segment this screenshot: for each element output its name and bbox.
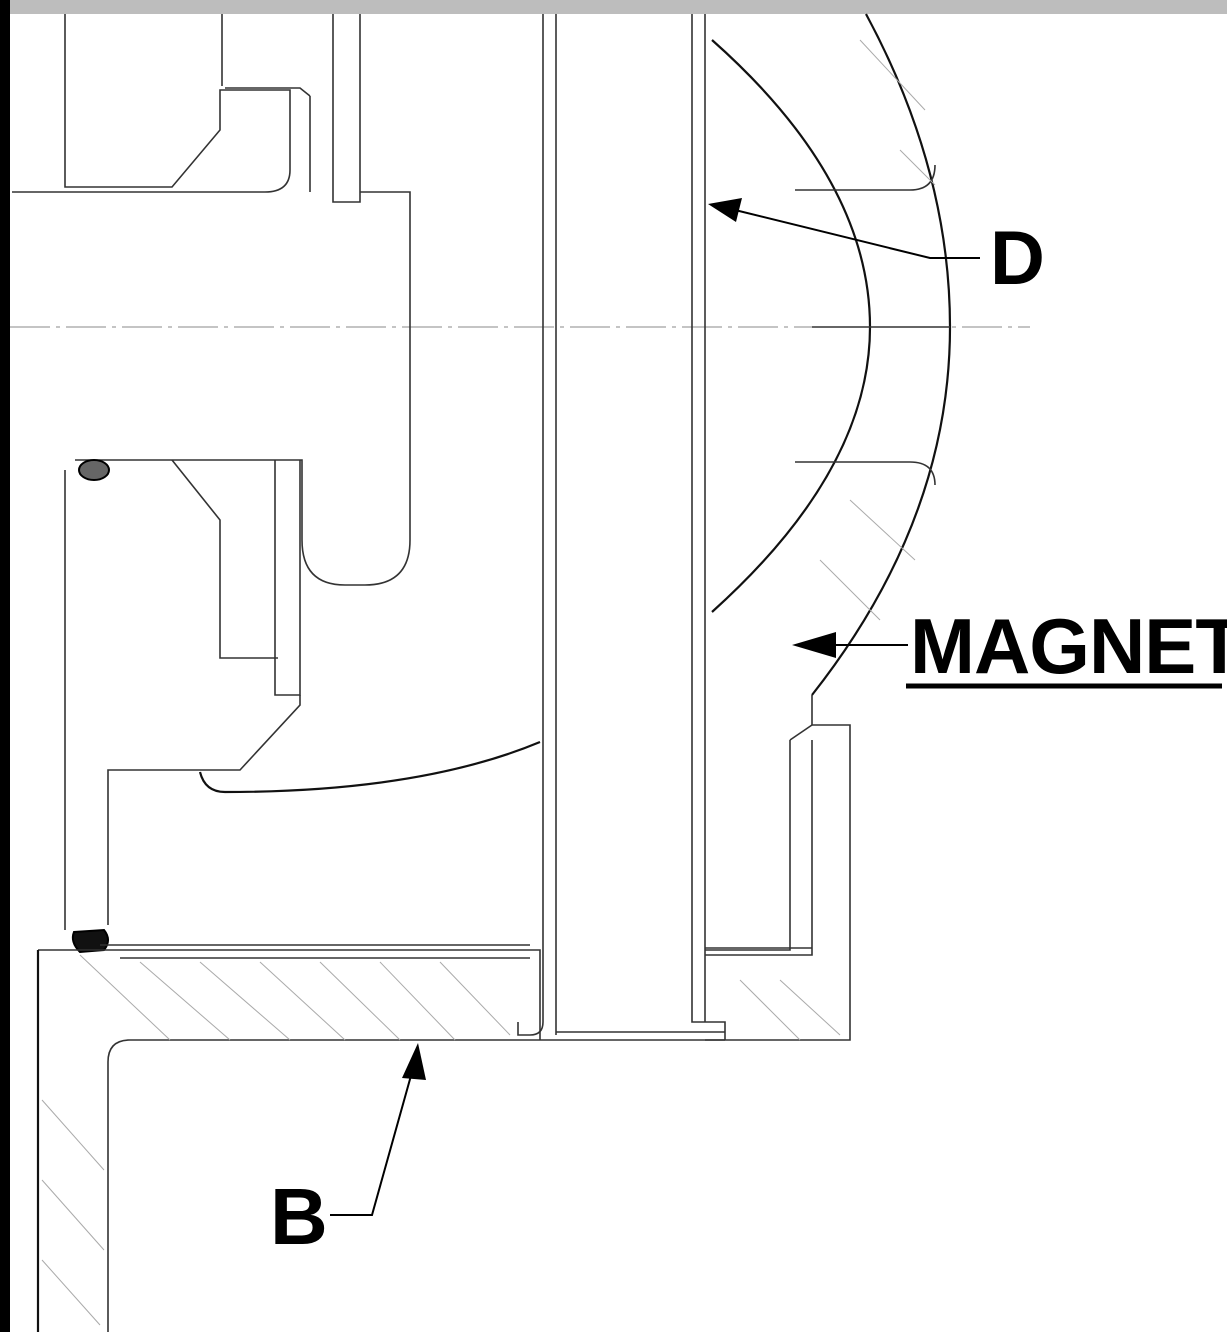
label-magnet: MAGNET (910, 602, 1227, 690)
magnet-assembly (705, 13, 952, 1041)
o-ring-upper (78, 459, 110, 481)
label-b: B (270, 1172, 328, 1261)
o-ring-lower (71, 928, 109, 954)
upper-housing (12, 14, 411, 586)
leader-d (734, 209, 980, 259)
label-d: D (990, 216, 1045, 301)
arrowhead-d (708, 198, 742, 222)
magnet-hatching (739, 39, 936, 1041)
left-scan-border (0, 0, 10, 1332)
base-hatching (41, 954, 511, 1326)
middle-housing (64, 459, 541, 930)
shaft-walls (517, 14, 726, 1040)
leader-b (330, 1071, 413, 1216)
arrowhead-b (402, 1043, 426, 1080)
top-scan-strip (0, 0, 1227, 14)
base-block (36, 944, 725, 1332)
arrowhead-magnet (792, 632, 836, 658)
